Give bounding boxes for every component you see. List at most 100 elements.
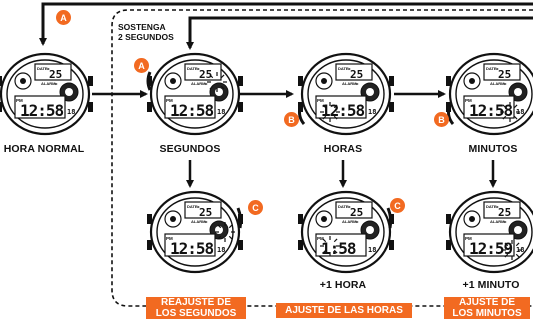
watch-side-button [446,240,451,250]
watch-date-tag: DATE▸ [187,204,201,209]
flash-mark [513,115,518,120]
pressed-button-arc [146,71,152,91]
minutes-adjust-box: AJUSTE DE LOS MINUTOS [444,297,530,319]
loop-arrow-top [39,2,533,46]
watch-side-button [88,102,93,112]
watch-seconds: 18 [67,108,75,116]
watch-right-dial-center [366,88,374,96]
watch-top-window [335,63,373,81]
seconds-adjust-box: REAJUSTE DE LOS SEGUNDOS [146,297,246,319]
flash-mark [220,74,225,79]
flash-mark [504,242,509,247]
hold-note: SOSTENGA 2 SEGUNDOS [118,22,174,42]
watch-right-dial-center [514,226,522,234]
watch-side-button [147,240,152,250]
watch-subdial-center [321,78,327,84]
flash-mark [515,242,520,247]
flash-mark [228,224,233,229]
label-hours: HORAS [323,143,363,155]
pressed-button-arc [298,107,306,125]
flash-mark [333,104,338,109]
watch-top-window [483,201,521,219]
watch-top-window [184,201,222,219]
label-plus-minute: +1 MINUTO [462,279,520,291]
watch-date-tag: DATE▸ [486,204,500,209]
flash-mark [322,249,327,254]
watch-time: 12:58 [469,101,513,120]
watch-date-tag: DATE▸ [338,204,352,209]
watch-side-button [238,76,243,86]
watch-time: 12:59 [469,239,513,258]
hours-adjust-box: AJUSTE DE LAS HORAS [276,303,412,318]
watch-side-button [0,76,2,86]
flash-mark [502,104,507,109]
watch-subdial-center [170,78,176,84]
hold-note-line2: 2 SEGUNDOS [118,32,174,42]
watch-side-button [238,240,243,250]
watch-subdial-center [20,78,26,84]
watch-alarm-tag: ALARM▸ [191,219,208,224]
watch-time: 12:58 [170,101,214,120]
button-b-badge-hours: B [284,112,299,127]
watch-right-dial-center [215,226,223,234]
watch-main-display [164,233,216,257]
flash-mark [515,253,520,258]
flash-mark [217,224,222,229]
flash-mark [228,235,233,240]
watch-side-button [298,76,303,86]
pressed-button-arc [447,107,455,125]
watch-subdial-center [170,216,176,222]
watch-side-button [298,240,303,250]
watch-right-dial-center [65,88,73,96]
watch-seconds: 18 [217,108,225,116]
watch-side-button [298,214,303,224]
pressed-button-arc [386,207,393,229]
button-b-letter: B [438,114,445,125]
watch-ampm: PM [16,98,23,103]
label-seconds: SEGUNDOS [159,143,221,155]
watch-ampm: PM [465,98,472,103]
watch-ampm: PM [166,98,173,103]
watch-time: 12:58 [20,101,64,120]
watch-alarm-tag: ALARM▸ [191,81,208,86]
button-b-letter: B [288,114,295,125]
watch-time: 12:58 [321,101,365,120]
watch-right-dial-center [366,226,374,234]
button-a-badge-seconds: A [134,58,149,73]
hold-note-line1: SOSTENGA [118,22,166,32]
watch-seconds: 18 [368,108,376,116]
watch-side-button [0,102,2,112]
flash-mark [209,74,214,79]
flash-mark [322,238,327,243]
watch-side-button [446,214,451,224]
flash-mark [217,235,222,240]
watch-side-button [446,76,451,86]
watch-seconds: 18 [368,246,376,254]
button-c-letter: C [252,202,259,213]
watch-alarm-tag: ALARM▸ [41,81,58,86]
watch-top-digits: 25 [199,206,212,219]
watch-date-tag: DATE▸ [187,66,201,71]
watch-top-digits: 25 [350,68,363,81]
watch-ampm: PM [317,236,324,241]
button-b-badge-minutes: B [434,112,449,127]
watch-top-window [34,63,72,81]
watch-subdial-center [469,78,475,84]
watch-top-digits: 25 [350,206,363,219]
dashed-boundary [111,9,533,307]
button-a-letter: A [138,60,145,71]
watch-side-button [298,102,303,112]
watch-alarm-tag: ALARM▸ [342,81,359,86]
watch-alarm-tag: ALARM▸ [342,219,359,224]
button-c-badge-seconds: C [248,200,263,215]
button-a-letter: A [60,12,67,23]
watch-date-tag: DATE▸ [486,66,500,71]
flash-mark [322,104,327,109]
watch-top-digits: 25 [498,68,511,81]
button-c-letter: C [394,200,401,211]
